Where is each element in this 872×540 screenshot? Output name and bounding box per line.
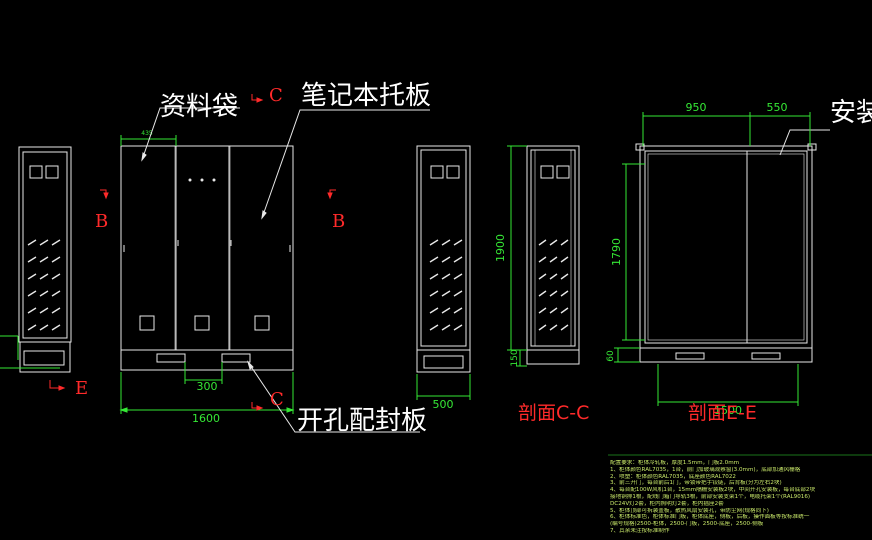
- section-cc-view: [526, 145, 580, 365]
- note-line: 3、前三开门，每台前后1门，带锁带把手铰链，后背板(分为左右2块): [610, 480, 782, 487]
- dim-section-base: 150: [510, 349, 520, 366]
- front-view: [120, 145, 294, 371]
- callout-leaders: [141, 107, 830, 433]
- note-line: 2、喷塑：柜体颜色RAL7035，底座颜色RAL7022: [610, 473, 736, 480]
- note-line: 4、每台配100W风机1台，15mm隔栅安装板2块，中间开孔安装板，每台底部2块: [610, 487, 816, 494]
- section-ee-view: [635, 143, 817, 363]
- section-mark-c-top: C: [269, 85, 283, 106]
- dim-ee-base: 60: [606, 350, 616, 362]
- dim-ee-bottom-width: 1500: [714, 404, 742, 417]
- note-line: 接地铜排1根，配线门箱门导轨3根，前部安装支架1个，电缆托架1个(RAL9016…: [610, 493, 811, 500]
- callout-cable-plate: 开孔配封板: [297, 406, 428, 436]
- section-markers: [49, 94, 336, 411]
- section-mark-e-left: E: [75, 378, 89, 399]
- note-line: (编号规格)2500-柜体，2500-门板，2500-底座，2500-侧板: [610, 521, 764, 528]
- section-cc-dimensions: [507, 145, 527, 367]
- dim-front-sub-width: 435: [141, 130, 153, 137]
- section-name-ee: 剖面E-E: [688, 402, 757, 424]
- section-mark-b-right: B: [332, 211, 346, 232]
- section-mark-b-left: B: [95, 211, 109, 232]
- dim-ee-width-right: 550: [767, 101, 788, 114]
- dim-side-depth: 500: [433, 398, 454, 411]
- dim-section-height: 1900: [494, 234, 507, 262]
- section-name-cc: 剖面C-C: [518, 402, 590, 424]
- callout-laptop-tray: 笔记本托板: [301, 81, 432, 111]
- left-partial-side-view: [0, 146, 72, 373]
- dim-front-plate-width: 300: [197, 380, 218, 393]
- section-mark-c-bottom: C: [270, 389, 284, 410]
- front-dimensions: [119, 135, 295, 414]
- dim-ee-height: 1790: [610, 238, 623, 266]
- note-line: 5、柜体顶部可拆装盖板，散热风扇安装孔，带防尘网(规格同下): [610, 507, 769, 514]
- callout-bag: 资料袋: [160, 92, 239, 122]
- note-line: DC24V灯2套，柜内照明灯2套，柜内插座2套: [610, 500, 724, 507]
- note-line: 配置要求：柜体冷轧板，厚度1.5mm，门板2.0mm: [610, 460, 740, 466]
- dim-ee-width-left: 950: [686, 101, 707, 114]
- callout-install: 安装: [830, 98, 872, 128]
- side-dimensions: [416, 374, 471, 400]
- note-line: 6、柜体标准色，柜体标准门板，柜体底座，侧板，后板，操作面板等按标准统一: [610, 514, 810, 521]
- note-line: 7、其余未注按标准制作: [610, 527, 670, 534]
- section-ee-dimensions: [614, 112, 811, 406]
- side-view: [416, 145, 471, 373]
- note-line: 1、柜体颜色RAL7035，1台，前门加玻璃观察窗(3.0mm)，底部加通风栅格: [610, 466, 801, 473]
- dim-front-width: 1600: [192, 412, 220, 425]
